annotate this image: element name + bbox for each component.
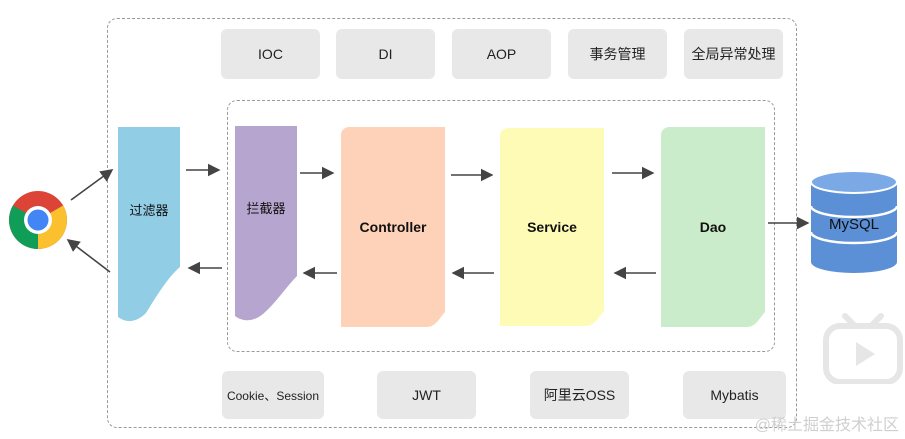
filter-shape <box>118 127 180 322</box>
chrome-browser-icon <box>9 191 67 249</box>
pill-transaction: 事务管理 <box>568 29 667 79</box>
dao-label: Dao <box>699 219 727 235</box>
controller-label: Controller <box>359 219 427 235</box>
request-flow-frame <box>227 100 775 352</box>
watermark-text: @稀土掘金技术社区 <box>754 417 899 434</box>
pill-global-exception: 全局异常处理 <box>684 29 783 79</box>
pill-di: DI <box>336 29 435 79</box>
service-label: Service <box>527 219 577 235</box>
service-shape <box>500 128 604 326</box>
pill-aop: AOP <box>452 29 551 79</box>
interceptor-label: 拦截器 <box>246 201 286 216</box>
mysql-label: MySQL <box>828 216 879 233</box>
pill-cookie-session: Cookie、Session <box>222 371 324 419</box>
database-cylinder-icon <box>809 170 899 273</box>
pill-aliyun-oss: 阿里云OSS <box>530 371 629 419</box>
filter-label: 过滤器 <box>129 203 169 218</box>
dao-shape <box>661 127 765 327</box>
interceptor-shape <box>235 126 297 321</box>
pill-jwt: JWT <box>377 371 476 419</box>
controller-shape <box>341 127 445 327</box>
pill-mybatis: Mybatis <box>683 371 786 419</box>
bilibili-tv-icon <box>823 313 903 384</box>
pill-ioc: IOC <box>221 29 320 79</box>
